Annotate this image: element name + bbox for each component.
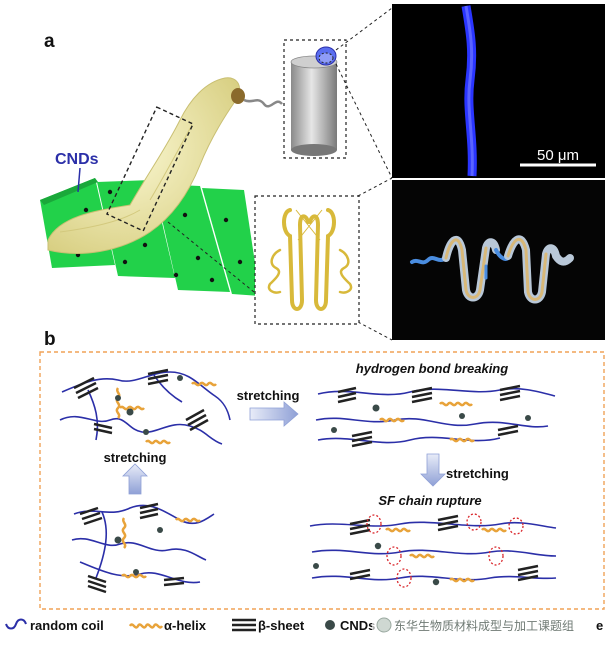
larva-head (231, 88, 245, 104)
cnd-dot-icon (325, 620, 335, 630)
network-hbond-broken (315, 384, 556, 448)
network-initial (59, 368, 231, 445)
fluorescence-fiber-image (392, 4, 605, 178)
silkworm-larva (47, 77, 283, 254)
cnds-label: CNDs (55, 151, 99, 168)
spinneret-cylinder (290, 46, 338, 156)
panel-b-label: b (44, 329, 56, 350)
silk-thread (243, 98, 283, 108)
stretching-label-right: stretching (237, 388, 300, 403)
panel-a-label: a (44, 31, 55, 52)
zoom-line-4 (357, 177, 393, 197)
zoom-line-5 (357, 321, 393, 341)
wechat-icon (376, 617, 392, 633)
arrow-stretch-down: stretching (420, 453, 509, 487)
legend-cnd: CNDs (340, 618, 375, 633)
cnds-pointer (77, 167, 81, 193)
panel-a: a CNDs (40, 4, 605, 341)
legend-alpha-helix: α-helix (164, 618, 207, 633)
glowing-gland (410, 235, 574, 304)
arrow-stretch-right: stretching (237, 388, 300, 427)
scale-bar-label: 50 μm (537, 147, 579, 164)
stretching-label-up: stretching (104, 450, 167, 465)
zoom-line-3 (167, 221, 255, 293)
hbond-breaking-title: hydrogen bond breaking (356, 361, 508, 376)
stretching-label-down: stretching (446, 466, 509, 481)
rupture-title: SF chain rupture (378, 493, 481, 508)
legend-beta-sheet: β-sheet (258, 618, 305, 633)
watermark-text: 东华生物质材料成型与加工课题组 (394, 619, 574, 633)
arrow-stretch-up: stretching (104, 450, 167, 495)
network-relaxed (71, 502, 215, 594)
panel-b-frame (39, 351, 605, 610)
alpha-helix-icon (128, 623, 164, 629)
beta-sheet-icon (232, 618, 256, 632)
legend-random-coil: random coil (30, 618, 104, 633)
network-rupture (309, 513, 557, 588)
legend: random coil α-helix β-sheet CNDs 东华生物质材料… (5, 614, 603, 636)
panel-b: b stretching hydrogen (39, 329, 605, 610)
silk-gland-schematic (267, 208, 353, 311)
larva-zoom-box (106, 106, 194, 232)
zoom-line-2 (335, 63, 393, 179)
random-coil-icon (5, 618, 27, 630)
spinneret-box (283, 39, 347, 159)
zoom-line-1 (335, 7, 393, 51)
watermark-backdrop (372, 614, 594, 636)
legend-rupture-tail: e (596, 618, 603, 633)
